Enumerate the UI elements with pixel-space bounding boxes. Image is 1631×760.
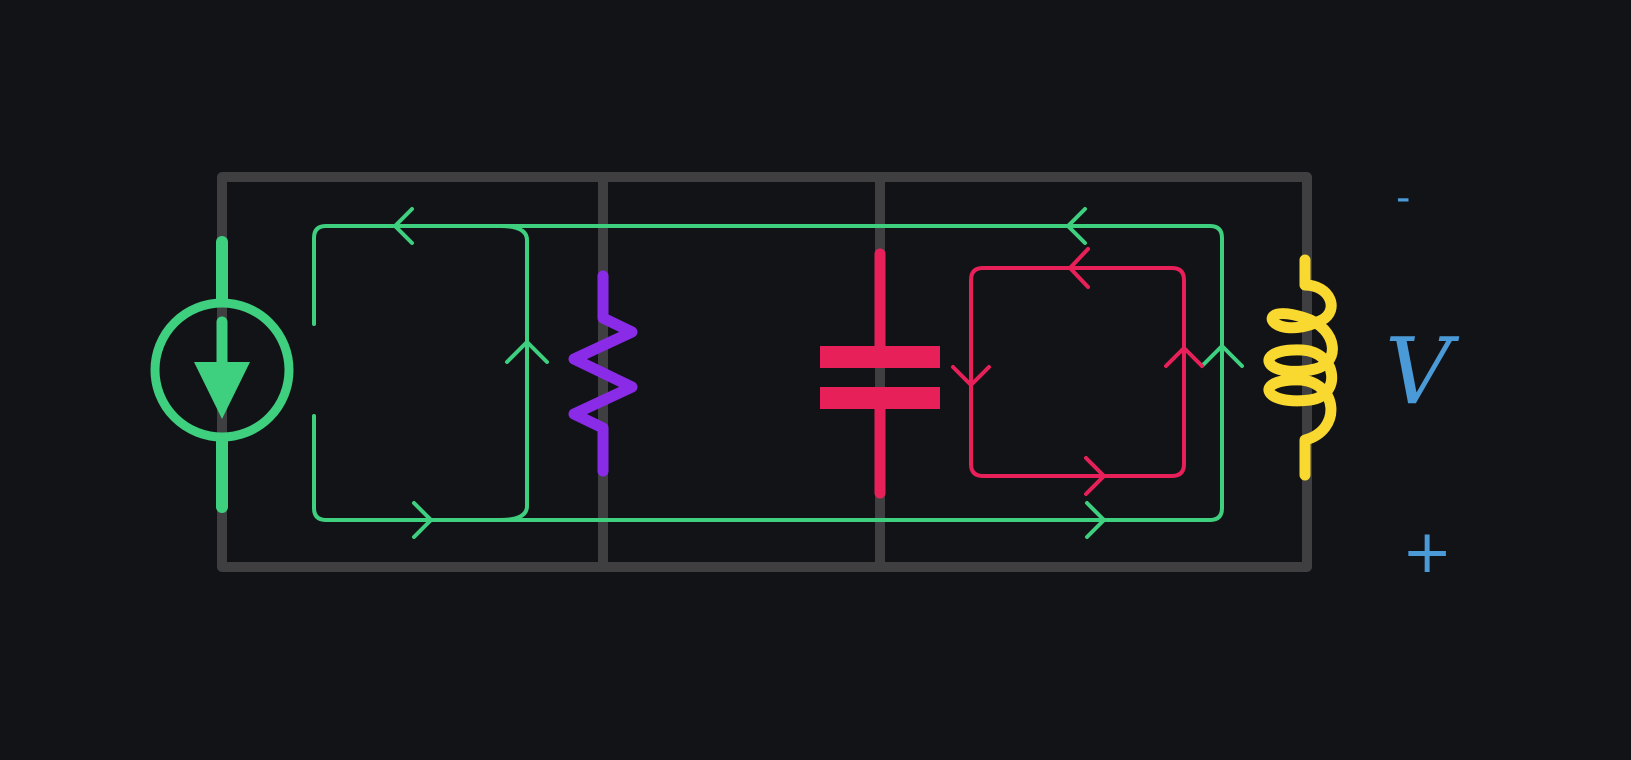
arrow-top-left-icon (393, 207, 414, 245)
voltage-symbol-label: V (1385, 318, 1452, 425)
resistor-zigzag (568, 270, 638, 477)
arrow-red-top-icon (1068, 247, 1090, 289)
arrow-red-right-icon (1164, 346, 1204, 368)
capacitor-plate-bottom (820, 387, 940, 409)
arrow-right-up-icon (1200, 344, 1244, 368)
arrow-bottom-left-icon (412, 501, 433, 539)
resistor-icon (568, 270, 638, 477)
arrow-down-icon (194, 362, 250, 419)
outer-loop-path (312, 224, 1224, 522)
capacitor-plate-top (820, 346, 940, 368)
arrow-red-left-icon (951, 365, 991, 387)
arrow-inner-up-icon (505, 340, 549, 364)
circuit-frame (217, 172, 1312, 572)
capacitor-current-loop (951, 247, 1204, 496)
circuit-outline-wire (217, 172, 1312, 572)
source-loop-inner-path (498, 224, 529, 522)
voltage-plus-label: + (1402, 517, 1453, 587)
inductor-coil (1263, 254, 1338, 481)
arrow-red-bottom-icon (1084, 456, 1106, 496)
current-source-circle (150, 298, 294, 442)
outer-current-loop (312, 207, 1244, 539)
arrow-top-right-icon (1066, 207, 1087, 245)
voltage-minus-label: - (1396, 175, 1411, 221)
arrow-bottom-right-icon (1085, 501, 1106, 539)
capacitor-loop-path (969, 266, 1186, 478)
current-source-icon (150, 236, 294, 513)
inductor-icon (1263, 254, 1338, 481)
capacitor-icon (820, 248, 940, 499)
